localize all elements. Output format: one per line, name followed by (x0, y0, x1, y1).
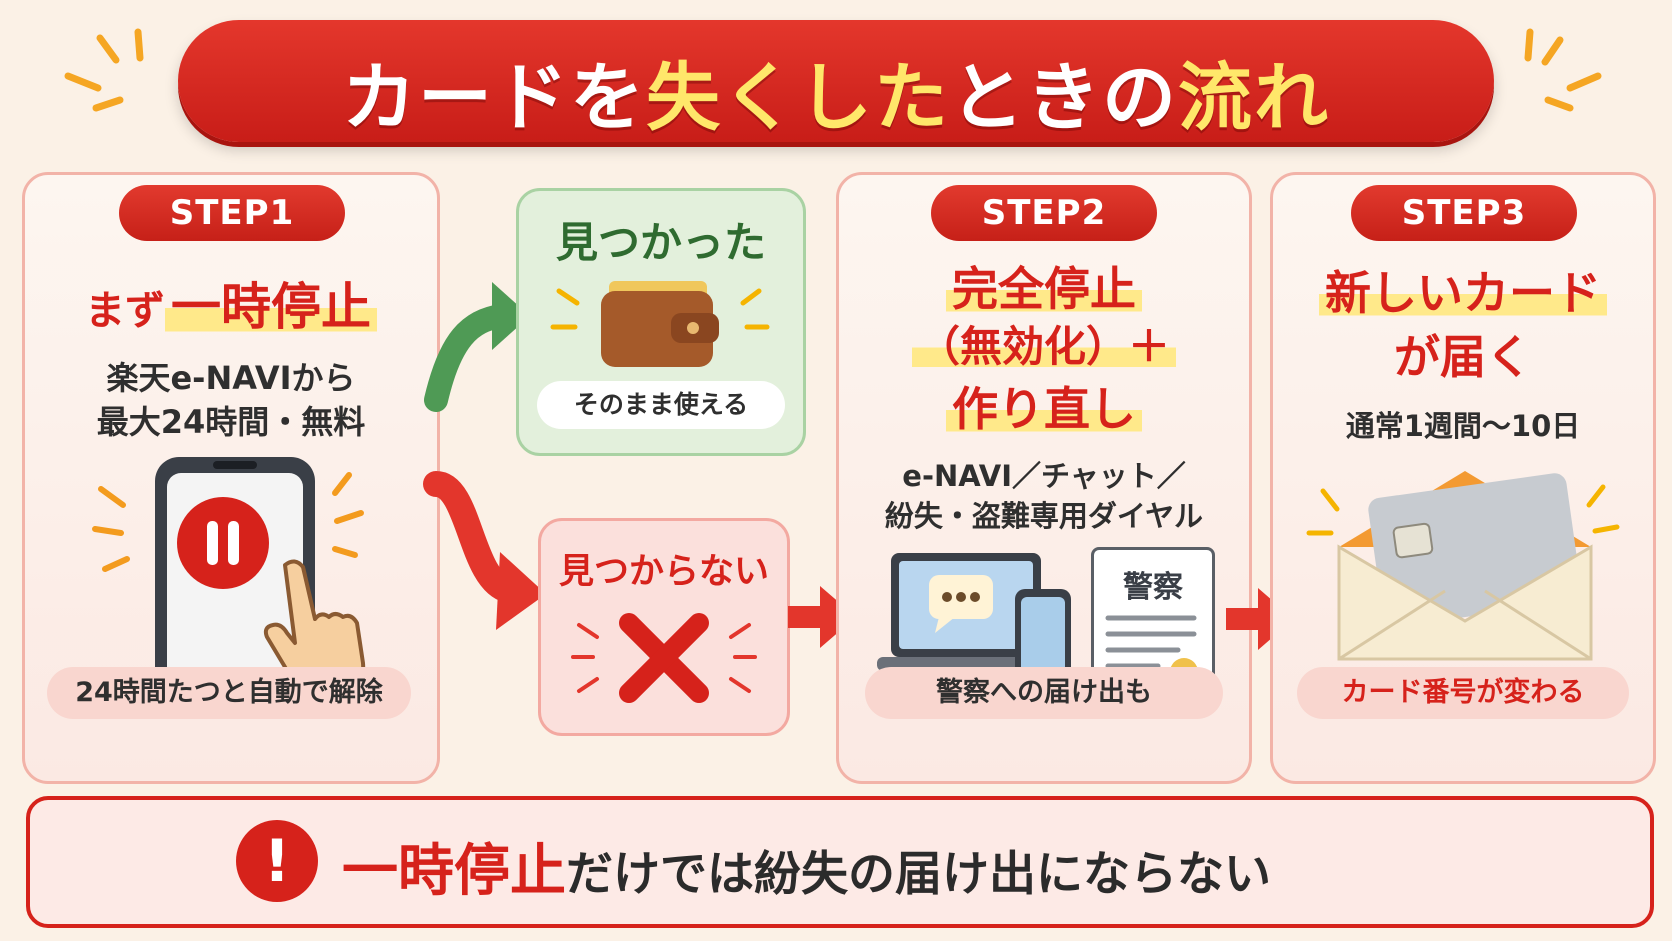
title-part3: ときの (950, 55, 1178, 141)
step2-heading-line3: 作り直し (839, 373, 1249, 439)
step3-heading-line1: 新しいカード (1273, 257, 1653, 323)
step2-heading-line1: 完全停止 (839, 253, 1249, 319)
step3-badge: STEP3 (1351, 185, 1577, 241)
warning-rest: だけでは紛失の届け出にならない (566, 847, 1271, 902)
step1-heading-highlight: 一時停止 (165, 278, 377, 336)
cross-sparkles-icon (571, 623, 757, 693)
step3-card: STEP3 新しいカード が届く 通常1週間〜10日 カード番号が変わる (1270, 172, 1656, 784)
step2-heading-line3-text: 作り直し (946, 382, 1142, 436)
notfound-heading: 見つからない (558, 552, 769, 592)
step3-desc: 通常1週間〜10日 (1345, 409, 1581, 443)
step1-note: 24時間たつと自動で解除 (47, 667, 411, 719)
step1-heading-pre: まず (85, 288, 165, 334)
step2-heading-line2-text: （無効化）＋ (911, 322, 1176, 371)
wallet-icon (601, 281, 719, 367)
envelope-card-icon (1337, 471, 1593, 661)
title-part4: 流れ (1178, 55, 1330, 141)
step2-desc-line1: e-NAVI／チャット／ (902, 459, 1186, 493)
cross-icon (619, 613, 709, 703)
notfound-branch-arrow-icon (423, 471, 546, 630)
found-branch-arrow-icon (424, 282, 530, 412)
warning-text: 一時停止だけでは紛失の届け出にならない (342, 826, 1442, 907)
step2-card: STEP2 完全停止 （無効化）＋ 作り直し e-NAVI／チャット／ 紛失・盗… (836, 172, 1252, 784)
tap-hand-icon (263, 559, 366, 699)
title-part2: 失くした (646, 55, 950, 141)
title-banner: カードを失くしたときの流れ (178, 20, 1494, 142)
step3-heading-line1-text: 新しいカード (1319, 266, 1607, 320)
found-card: 見つかった そのまま使える (516, 188, 806, 456)
notfound-card: 見つからない (538, 518, 790, 736)
police-document-label: 警察 (1123, 570, 1183, 605)
step3-heading-line2: が届く (1394, 330, 1532, 384)
envelope-sparkles-icon (1306, 484, 1620, 536)
warning-icon: ! (236, 820, 318, 902)
warning-emphasis: 一時停止 (342, 839, 566, 904)
step1-card: STEP1 まず一時停止 楽天e-NAVIから 最大24時間・無料 24時間たつ… (22, 172, 440, 784)
step2-note: 警察への届け出も (865, 667, 1223, 719)
step1-badge: STEP1 (119, 185, 345, 241)
wallet-sparkles-icon (550, 288, 770, 330)
pause-icon (177, 497, 269, 589)
step2-badge: STEP2 (931, 185, 1157, 241)
step3-note: カード番号が変わる (1297, 667, 1629, 719)
found-note: そのまま使える (537, 381, 785, 429)
step1-desc-line1: 楽天e-NAVIから (106, 359, 356, 397)
pause-sparkles-icon (92, 472, 364, 572)
step1-heading: まず一時停止 (25, 267, 437, 339)
page-title: カードを失くしたときの流れ (178, 38, 1494, 145)
title-part1: カードを (342, 55, 646, 141)
found-heading: 見つかった (555, 218, 766, 267)
step2-desc-line2: 紛失・盗難専用ダイヤル (884, 499, 1204, 533)
laptop-chat-icon (877, 553, 1071, 685)
warning-bar: ! 一時停止だけでは紛失の届け出にならない (26, 796, 1654, 928)
step2-heading-line1-text: 完全停止 (946, 262, 1142, 316)
step2-heading-line2: （無効化）＋ (839, 313, 1249, 374)
step1-desc-line2: 最大24時間・無料 (96, 403, 366, 441)
